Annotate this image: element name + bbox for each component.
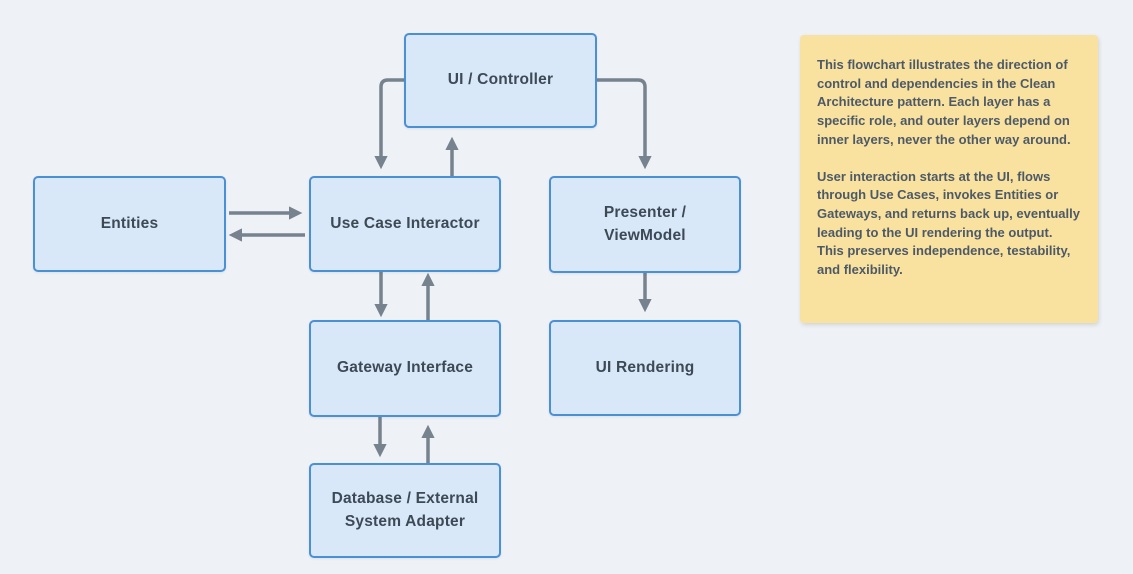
node-use-case-interactor-label: Use Case Interactor xyxy=(330,214,480,232)
node-ui-rendering-label: UI Rendering xyxy=(595,358,695,376)
edge-uicontroller-to-usecase xyxy=(374,78,404,170)
annotation-note: This flowchart illustrates the direction… xyxy=(800,35,1098,323)
node-presenter-viewmodel: Presenter / ViewModel xyxy=(549,176,741,273)
edge-uicontroller-to-presenter xyxy=(597,78,652,170)
node-ui-controller-label: UI / Controller xyxy=(447,71,554,89)
node-presenter-viewmodel-label: Presenter / ViewModel xyxy=(603,204,687,244)
node-gateway-interface-label: Gateway Interface xyxy=(336,359,474,377)
annotation-paragraph-1: This flowchart illustrates the direction… xyxy=(817,57,1071,147)
node-database-adapter: Database / External System Adapter xyxy=(309,463,501,558)
node-entities: Entities xyxy=(33,176,226,272)
node-ui-controller: UI / Controller xyxy=(404,33,597,128)
node-database-adapter-label: Database / External System Adapter xyxy=(331,490,479,530)
node-use-case-interactor: Use Case Interactor xyxy=(309,176,501,272)
annotation-paragraph-2: User interaction starts at the UI, flows… xyxy=(817,168,1080,278)
node-entities-label: Entities xyxy=(100,214,159,232)
node-gateway-interface: Gateway Interface xyxy=(309,320,501,417)
node-ui-rendering: UI Rendering xyxy=(549,320,741,416)
